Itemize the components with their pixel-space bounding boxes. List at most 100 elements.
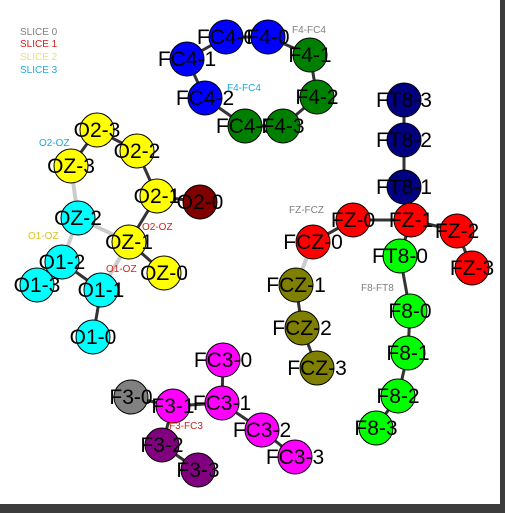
node-o1-2: O1-2	[39, 244, 85, 280]
node-f4-2: F4-2	[295, 79, 339, 115]
node-fz-2: FZ-2	[435, 213, 479, 249]
edge-label-f3-fc3: F3-FC3	[169, 421, 203, 432]
node-label-fcz-3: FCZ-3	[287, 357, 347, 380]
node-circle-fc3-0	[205, 342, 241, 378]
node-circle-o2-3	[79, 112, 115, 148]
node-circle-ft8-3	[386, 82, 422, 118]
node-label-fc4-2: FC4-2	[176, 87, 234, 110]
legend-slice-2: SLICE 2	[20, 52, 58, 63]
edge-labels: F4-FC4 F4-FC4 O2-OZ O2-OZ O1-OZ O1-OZ FZ…	[28, 25, 394, 432]
node-f3-3: F3-3	[176, 452, 220, 488]
node-label-o2-1: O2-1	[134, 185, 181, 208]
node-label-o2-3: O2-3	[74, 119, 121, 142]
node-label-oz-0: OZ-0	[140, 262, 188, 285]
node-label-fc3-2: FC3-2	[233, 419, 291, 442]
node-circle-fc3-2	[244, 412, 280, 448]
edge-label-f8-ft8: F8-FT8	[361, 283, 394, 294]
node-fc3-1: FC3-1	[193, 385, 251, 421]
node-label-fc4-1: FC4-1	[158, 48, 216, 71]
node-label-fz-3: FZ-3	[450, 257, 494, 280]
node-o1-0: O1-0	[70, 319, 117, 355]
node-f3-1: F3-1	[151, 388, 195, 424]
node-circle-f8-1	[390, 335, 426, 371]
node-circle-f3-1	[155, 388, 191, 424]
node-label-ft8-0: FT8-0	[372, 245, 428, 268]
node-o2-0: O2-0	[177, 184, 224, 220]
edge-label-o1-oz-slice2: O1-OZ	[28, 231, 59, 242]
node-circle-f4-2	[299, 79, 335, 115]
node-circle-o1-0	[75, 319, 111, 355]
node-fc3-3: FC3-3	[266, 439, 324, 475]
node-label-oz-3: OZ-3	[47, 155, 95, 178]
node-ft8-0: FT8-0	[372, 238, 428, 274]
node-fc4-3: FC4-3	[216, 108, 274, 144]
node-label-fz-1: FZ-1	[389, 209, 433, 232]
node-o2-3: O2-3	[74, 112, 121, 148]
node-circle-f8-2	[380, 378, 416, 414]
node-oz-1: OZ-1	[105, 224, 153, 260]
node-circle-fcz-0	[295, 224, 331, 260]
node-label-oz-1: OZ-1	[105, 231, 153, 254]
node-fz-3: FZ-3	[450, 250, 494, 286]
node-label-f3-1: F3-1	[151, 395, 194, 418]
node-circle-o1-3	[19, 267, 55, 303]
node-o1-3: O1-3	[14, 267, 61, 303]
node-label-fz-0: FZ-0	[331, 209, 375, 232]
node-circle-f3-3	[180, 452, 216, 488]
node-circle-fc3-3	[277, 439, 313, 475]
node-circle-oz-0	[146, 255, 182, 291]
node-label-ft8-2: FT8-2	[376, 129, 432, 152]
node-label-o1-1: O1-1	[78, 279, 125, 302]
node-f8-3: F8-3	[354, 410, 398, 446]
node-f8-1: F8-1	[386, 335, 430, 371]
node-label-fcz-0: FCZ-0	[283, 231, 343, 254]
node-label-f8-3: F8-3	[354, 417, 397, 440]
node-circle-ft8-2	[386, 122, 422, 158]
node-circle-o1-1	[83, 272, 119, 308]
edge-label-f4-fc4-slice3: F4-FC4	[227, 83, 261, 94]
node-circle-o1-2	[44, 244, 80, 280]
node-circle-o2-0	[182, 184, 218, 220]
node-circle-f8-0	[392, 293, 428, 329]
node-label-o1-0: O1-0	[70, 326, 117, 349]
node-circle-fz-1	[393, 202, 429, 238]
node-ft8-3: FT8-3	[376, 82, 432, 118]
node-label-f8-1: F8-1	[386, 342, 429, 365]
edge-label-fz-fcz: FZ-FCZ	[289, 205, 324, 216]
node-label-ft8-3: FT8-3	[376, 89, 432, 112]
node-fc3-2: FC3-2	[233, 412, 291, 448]
node-circle-fc4-2	[187, 80, 223, 116]
edge-label-o2-oz-slice1: O2-OZ	[142, 222, 173, 233]
node-fc4-2: FC4-2	[176, 80, 234, 116]
node-label-f4-0: F4-0	[246, 26, 289, 49]
node-circle-ft8-0	[382, 238, 418, 274]
node-fc4-1: FC4-1	[158, 41, 216, 77]
node-circle-fcz-3	[299, 350, 335, 386]
node-label-fcz-2: FCZ-2	[272, 317, 332, 340]
node-circle-fz-0	[335, 202, 371, 238]
node-label-fc3-0: FC3-0	[194, 349, 252, 372]
node-circle-f8-3	[358, 410, 394, 446]
node-label-o2-0: O2-0	[177, 191, 224, 214]
node-circle-fcz-2	[284, 310, 320, 346]
legend-slice-0: SLICE 0	[20, 27, 58, 38]
node-fcz-3: FCZ-3	[287, 350, 347, 386]
node-circle-f4-3	[265, 108, 301, 144]
node-circle-fc4-1	[169, 41, 205, 77]
node-fz-0: FZ-0	[331, 202, 375, 238]
node-ft8-2: FT8-2	[376, 122, 432, 158]
node-circle-fc4-3	[227, 108, 263, 144]
node-fcz-0: FCZ-0	[283, 224, 343, 260]
node-label-fc4-3: FC4-3	[216, 115, 274, 138]
node-oz-0: OZ-0	[140, 255, 188, 291]
node-label-o1-3: O1-3	[14, 274, 61, 297]
node-circle-f4-1	[292, 37, 328, 73]
node-f4-1: F4-1	[288, 37, 332, 73]
node-label-oz-2: OZ-2	[54, 207, 102, 230]
legend-slice-1: SLICE 1	[20, 39, 58, 50]
node-oz-3: OZ-3	[47, 148, 95, 184]
nodes: O2-3O2-2OZ-3O2-1O2-0OZ-2OZ-1OZ-0O1-2O1-3…	[14, 19, 494, 488]
node-label-fc3-3: FC3-3	[266, 446, 324, 469]
node-label-fc4-0: FC4-0	[197, 26, 255, 49]
